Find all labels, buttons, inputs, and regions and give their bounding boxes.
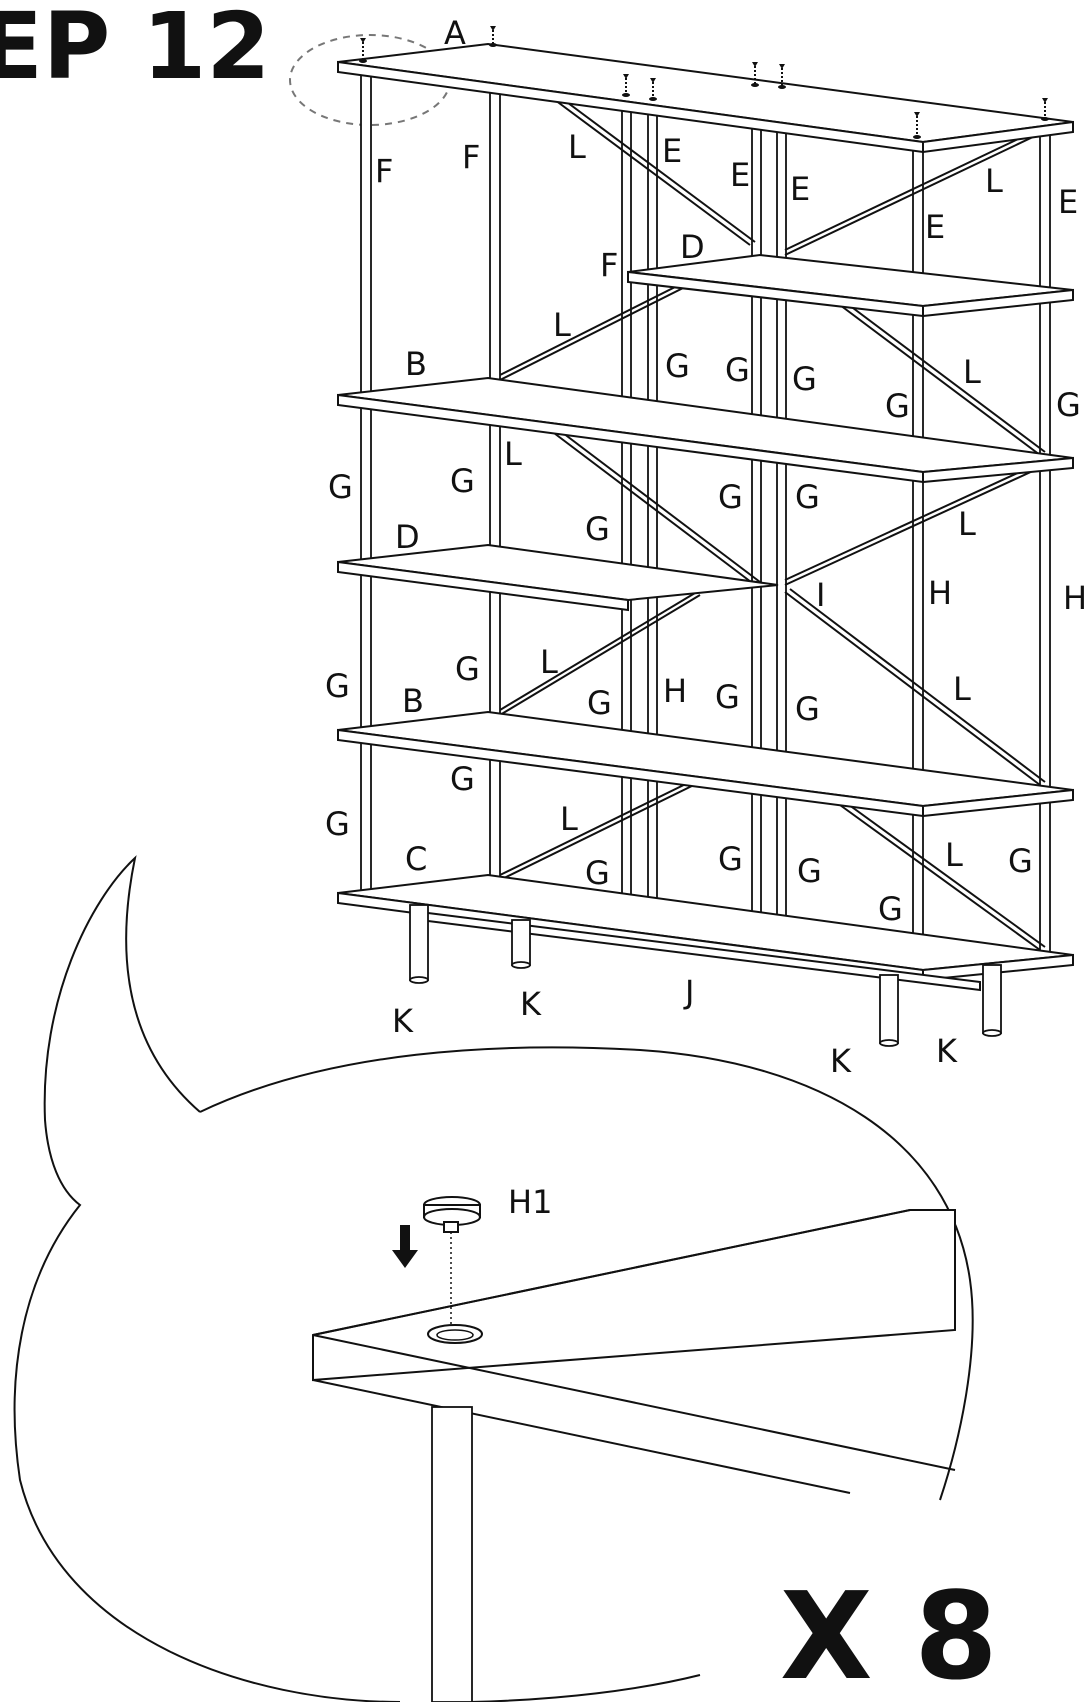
label-g: G bbox=[450, 760, 475, 798]
label-g: G bbox=[1056, 386, 1081, 424]
shelf-b-upper bbox=[337, 376, 1074, 474]
label-l: L bbox=[953, 670, 971, 708]
label-l: L bbox=[540, 643, 558, 681]
label-h: H bbox=[663, 672, 687, 710]
label-k: K bbox=[520, 985, 542, 1023]
label-a: A bbox=[444, 14, 466, 52]
post bbox=[489, 749, 501, 881]
label-f: F bbox=[462, 138, 480, 176]
glide-h1 bbox=[423, 1196, 481, 1325]
label-e: E bbox=[1058, 183, 1078, 221]
label-g: G bbox=[795, 478, 820, 516]
label-d: D bbox=[395, 518, 420, 556]
post bbox=[360, 404, 372, 566]
post bbox=[489, 89, 501, 383]
post bbox=[776, 119, 787, 921]
label-c: C bbox=[405, 840, 427, 878]
detail-board bbox=[312, 1209, 956, 1702]
label-l: L bbox=[504, 435, 522, 473]
foot bbox=[511, 919, 531, 966]
post bbox=[489, 584, 501, 716]
label-l: L bbox=[560, 800, 578, 838]
label-k: K bbox=[392, 1002, 414, 1040]
step-title: EP 12 bbox=[0, 0, 270, 100]
label-g: G bbox=[885, 387, 910, 425]
post bbox=[912, 137, 924, 969]
post bbox=[489, 419, 501, 551]
label-g: G bbox=[328, 468, 353, 506]
label-b: B bbox=[405, 345, 427, 383]
shelves bbox=[337, 42, 1074, 992]
label-g: G bbox=[325, 805, 350, 843]
label-g: G bbox=[585, 854, 610, 892]
label-e: E bbox=[790, 170, 810, 208]
part-labels: A F F F L L L L L L L L L L E E E E E D … bbox=[325, 14, 1087, 1080]
label-g: G bbox=[587, 684, 612, 722]
label-i: I bbox=[816, 576, 825, 614]
foot bbox=[879, 974, 899, 1044]
quantity-multiplier: X 8 bbox=[780, 1568, 998, 1702]
shelf-unit: A F F F L L L L L L L L L L E E E E E D … bbox=[325, 14, 1087, 1080]
label-f: F bbox=[375, 152, 393, 190]
top-shelf-a bbox=[337, 42, 1074, 144]
board-post bbox=[431, 1406, 473, 1702]
label-g: G bbox=[715, 678, 740, 716]
posts bbox=[360, 65, 1051, 969]
foot bbox=[409, 904, 429, 981]
detail-part-label: H1 bbox=[508, 1183, 552, 1221]
label-f: F bbox=[600, 246, 618, 284]
label-l: L bbox=[985, 162, 1003, 200]
post bbox=[360, 65, 372, 401]
label-d: D bbox=[680, 228, 705, 266]
label-g: G bbox=[1008, 842, 1033, 880]
label-h: H bbox=[1063, 579, 1087, 617]
post bbox=[360, 734, 372, 896]
label-g: G bbox=[325, 667, 350, 705]
label-g: G bbox=[718, 840, 743, 878]
label-k: K bbox=[936, 1032, 958, 1070]
label-g: G bbox=[792, 360, 817, 398]
label-l: L bbox=[568, 128, 586, 166]
label-g: G bbox=[725, 351, 750, 389]
post bbox=[360, 569, 372, 731]
label-b: B bbox=[402, 682, 424, 720]
label-l: L bbox=[945, 836, 963, 874]
label-g: G bbox=[795, 690, 820, 728]
post bbox=[1039, 119, 1051, 957]
label-l: L bbox=[963, 353, 981, 391]
foot bbox=[982, 964, 1002, 1034]
label-e: E bbox=[925, 208, 945, 246]
label-g: G bbox=[878, 890, 903, 928]
feet bbox=[409, 904, 1002, 1047]
post bbox=[621, 97, 632, 931]
label-g: G bbox=[718, 478, 743, 516]
label-e: E bbox=[662, 132, 682, 170]
label-g: G bbox=[665, 347, 690, 385]
label-g: G bbox=[797, 852, 822, 890]
detail-bubble bbox=[13, 855, 974, 1702]
label-l: L bbox=[958, 505, 976, 543]
label-l: L bbox=[553, 306, 571, 344]
label-k: K bbox=[830, 1042, 852, 1080]
cross-braces bbox=[499, 96, 1046, 951]
label-g: G bbox=[455, 650, 480, 688]
label-h: H bbox=[928, 574, 952, 612]
label-g: G bbox=[585, 510, 610, 548]
label-g: G bbox=[450, 462, 475, 500]
top-screws bbox=[359, 26, 1049, 139]
down-arrow-icon bbox=[392, 1225, 418, 1268]
label-e: E bbox=[730, 156, 750, 194]
label-j: J bbox=[683, 973, 694, 1011]
